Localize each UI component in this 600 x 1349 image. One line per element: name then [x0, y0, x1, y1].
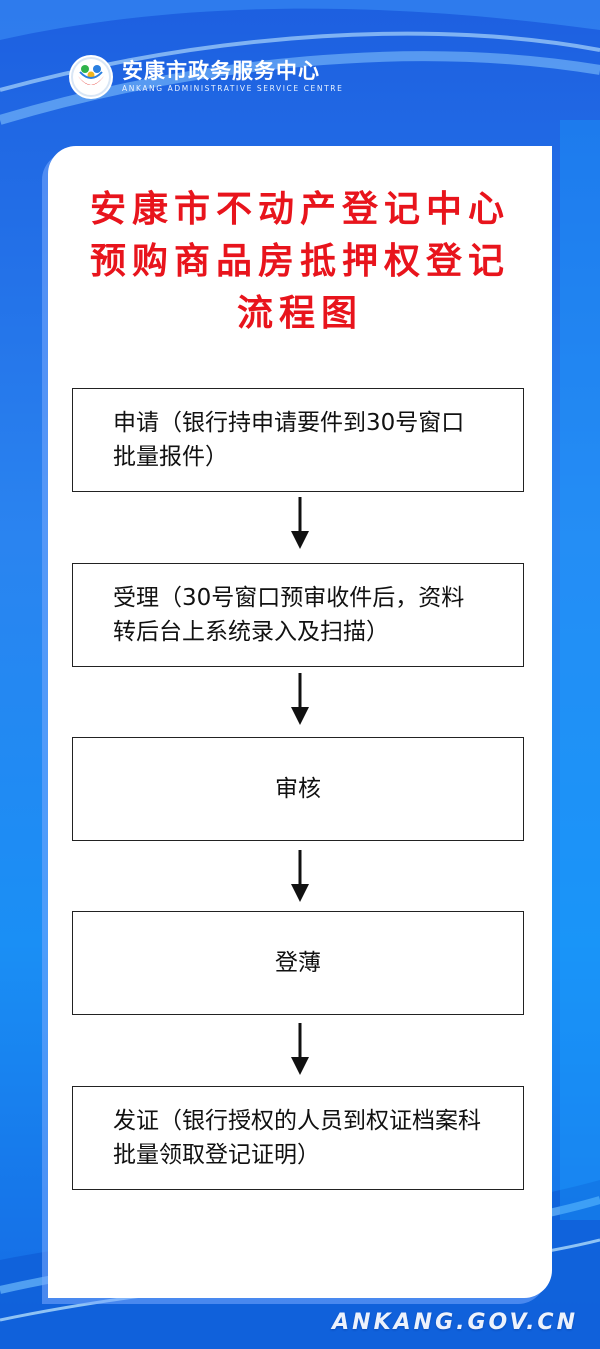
step-issue-certificate: 发证（银行授权的人员到权证档案科批量领取登记证明）: [72, 1086, 524, 1190]
org-name-en: ANKANG ADMINISTRATIVE SERVICE CENTRE: [122, 84, 344, 93]
org-name: 安康市政务服务中心: [122, 59, 320, 83]
title-line-3: 流程图: [236, 293, 363, 334]
arrow-down-icon: [291, 850, 309, 902]
step-review: 审核: [72, 737, 524, 841]
step-register-text: 登薄: [275, 950, 321, 976]
step-register: 登薄: [72, 911, 524, 1015]
title-line-1: 安康市不动产登记中心: [89, 189, 510, 230]
step-accept-text: 受理（30号窗口预审收件后，资料转后台上系统录入及扫描）: [113, 585, 465, 645]
arrow-down-icon: [291, 673, 309, 725]
org-logo-icon: [69, 55, 113, 99]
arrow-down-icon: [291, 497, 309, 549]
title-line-2: 预购商品房抵押权登记: [89, 241, 510, 282]
brand: 安康市政务服务中心 ANKANG ADMINISTRATIVE SERVICE …: [122, 59, 343, 95]
step-review-text: 审核: [275, 776, 321, 802]
footer-site: ANKANG.GOV.CN: [332, 1310, 578, 1335]
step-accept: 受理（30号窗口预审收件后，资料转后台上系统录入及扫描）: [72, 563, 524, 667]
step-issue-certificate-text: 发证（银行授权的人员到权证档案科批量领取登记证明）: [113, 1108, 481, 1168]
step-apply-text: 申请（银行持申请要件到30号窗口批量报件）: [113, 410, 465, 470]
step-apply: 申请（银行持申请要件到30号窗口批量报件）: [72, 388, 524, 492]
arrow-down-icon: [291, 1023, 309, 1075]
header: 安康市政务服务中心 ANKANG ADMINISTRATIVE SERVICE …: [68, 54, 343, 100]
